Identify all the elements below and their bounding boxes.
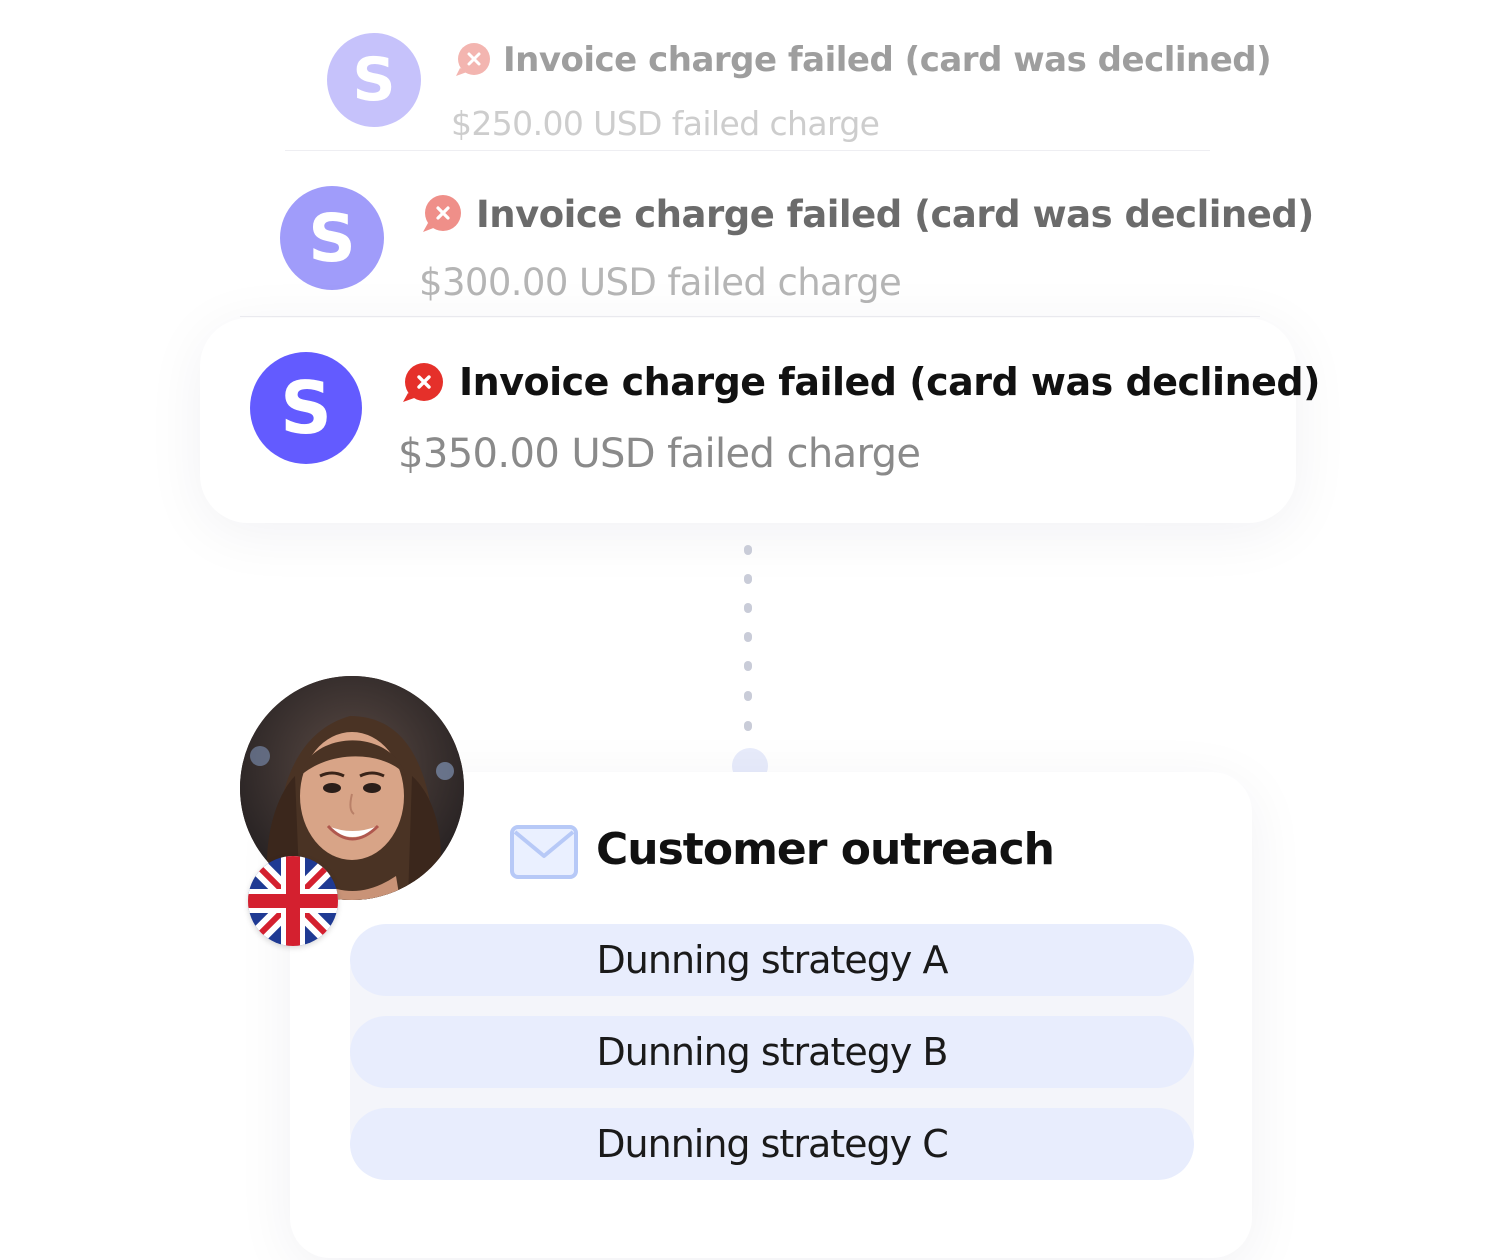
outreach-title: Customer outreach xyxy=(596,824,1055,875)
error-badge-icon xyxy=(423,195,461,232)
connector-dot xyxy=(744,632,752,642)
notification-title: Invoice charge failed (card was declined… xyxy=(459,360,1320,404)
stripe-logo-icon: S xyxy=(327,33,421,127)
notification-amount: $350.00 USD failed charge xyxy=(398,431,921,477)
dunning-strategy-c-button[interactable]: Dunning strategy C xyxy=(350,1108,1194,1180)
dunning-strategy-b-button[interactable]: Dunning strategy B xyxy=(350,1016,1194,1088)
notification-title: Invoice charge failed (card was declined… xyxy=(503,40,1272,80)
stripe-logo-icon: S xyxy=(280,186,384,290)
error-badge-icon xyxy=(403,363,443,402)
notification-amount: $300.00 USD failed charge xyxy=(419,261,902,304)
stripe-logo-icon: S xyxy=(250,352,362,464)
connector-dot xyxy=(744,603,752,613)
connector-dot xyxy=(744,661,752,671)
dunning-strategy-a-button[interactable]: Dunning strategy A xyxy=(350,924,1194,996)
notification-amount: $250.00 USD failed charge xyxy=(451,104,880,143)
connector-dot xyxy=(744,545,752,555)
divider xyxy=(240,316,1260,317)
mail-icon xyxy=(510,825,578,879)
error-badge-icon xyxy=(456,43,490,76)
connector-dot xyxy=(744,691,752,701)
divider xyxy=(285,150,1210,151)
notification-title: Invoice charge failed (card was declined… xyxy=(476,193,1314,236)
connector-dot xyxy=(744,721,752,731)
uk-flag-icon xyxy=(248,856,338,946)
connector-dot xyxy=(744,574,752,584)
notification-card xyxy=(200,318,1296,523)
